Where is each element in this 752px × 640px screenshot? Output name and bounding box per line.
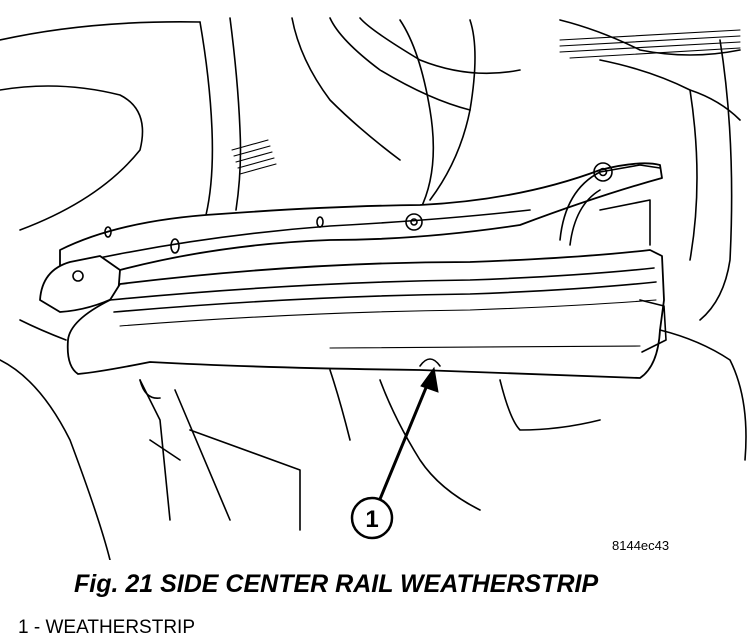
- body-contour-1: [291, 17, 401, 161]
- rail-end-cap: [39, 255, 121, 313]
- illustration: 1: [0, 17, 747, 560]
- c-pillar: [699, 39, 733, 321]
- body-contour-2: [329, 17, 471, 111]
- anchor-bracket-inner: [569, 189, 601, 246]
- wire-2: [559, 35, 741, 47]
- door-opening-lower: [0, 359, 111, 560]
- weatherstrip: [66, 249, 665, 379]
- anchor-bracket: [559, 164, 661, 241]
- bolt-right: [593, 162, 613, 182]
- b-pillar-left-edge: [229, 17, 242, 211]
- body-contour-5: [429, 19, 476, 201]
- b-pillar-right-edge: [199, 21, 214, 216]
- weatherstrip-lip-lower: [113, 281, 657, 313]
- bolt-center: [405, 213, 423, 231]
- callout-circle: [350, 496, 394, 540]
- line-drawing: 1: [0, 17, 747, 560]
- roof-outline: [0, 21, 201, 41]
- slot-3: [104, 226, 112, 238]
- belt-coil-4: [237, 157, 275, 169]
- roof-rail: [559, 19, 741, 56]
- hook-detail: [139, 379, 161, 399]
- legend-label: WEATHERSTRIP: [45, 617, 196, 638]
- floor-line-3: [499, 379, 601, 431]
- weatherstrip-base-line: [329, 345, 641, 349]
- floor-line-1: [329, 369, 351, 441]
- slot-2: [170, 238, 180, 254]
- sill-left: [19, 319, 67, 341]
- legend-separator: -: [33, 617, 41, 638]
- weatherstrip-end: [639, 299, 667, 353]
- quarter-panel-line: [659, 329, 747, 461]
- wire-3: [559, 41, 741, 53]
- floor-pan-2: [149, 439, 181, 461]
- body-contour-3: [359, 17, 521, 75]
- end-cap-fastener: [72, 270, 84, 282]
- figure-caption: Fig. 21 SIDE CENTER RAIL WEATHERSTRIP: [74, 570, 599, 598]
- wire-1: [559, 29, 741, 41]
- anchor-plate: [599, 199, 651, 246]
- callout-leader: [376, 376, 432, 506]
- weatherstrip-channel: [119, 299, 657, 327]
- weatherstrip-clip: [419, 358, 441, 367]
- floor-line-2: [379, 379, 481, 511]
- bolt-center-hole: [410, 218, 418, 226]
- floor-pan-1: [189, 429, 301, 531]
- c-pillar-inner: [689, 89, 698, 261]
- seat-side-2: [174, 389, 231, 521]
- wire-4: [569, 47, 741, 59]
- seat-side-1: [139, 379, 171, 521]
- belt-coil-1: [231, 139, 269, 151]
- callout-number: 1: [365, 506, 378, 533]
- bracket-flange-line: [79, 209, 531, 263]
- belt-coil-2: [233, 145, 271, 157]
- belt-coil-3: [235, 151, 273, 163]
- image-code: 8144ec43: [612, 538, 670, 553]
- slot-1: [316, 216, 324, 228]
- callout-arrowhead: [420, 366, 439, 393]
- body-contour-4: [399, 19, 435, 211]
- belt-coil-5: [239, 163, 277, 175]
- legend-number: 1: [18, 617, 29, 638]
- roof-rail-lower: [599, 59, 741, 121]
- door-frame-left: [0, 85, 144, 231]
- legend-item: 1 - WEATHERSTRIP: [18, 617, 195, 639]
- weatherstrip-lip-upper: [109, 267, 655, 301]
